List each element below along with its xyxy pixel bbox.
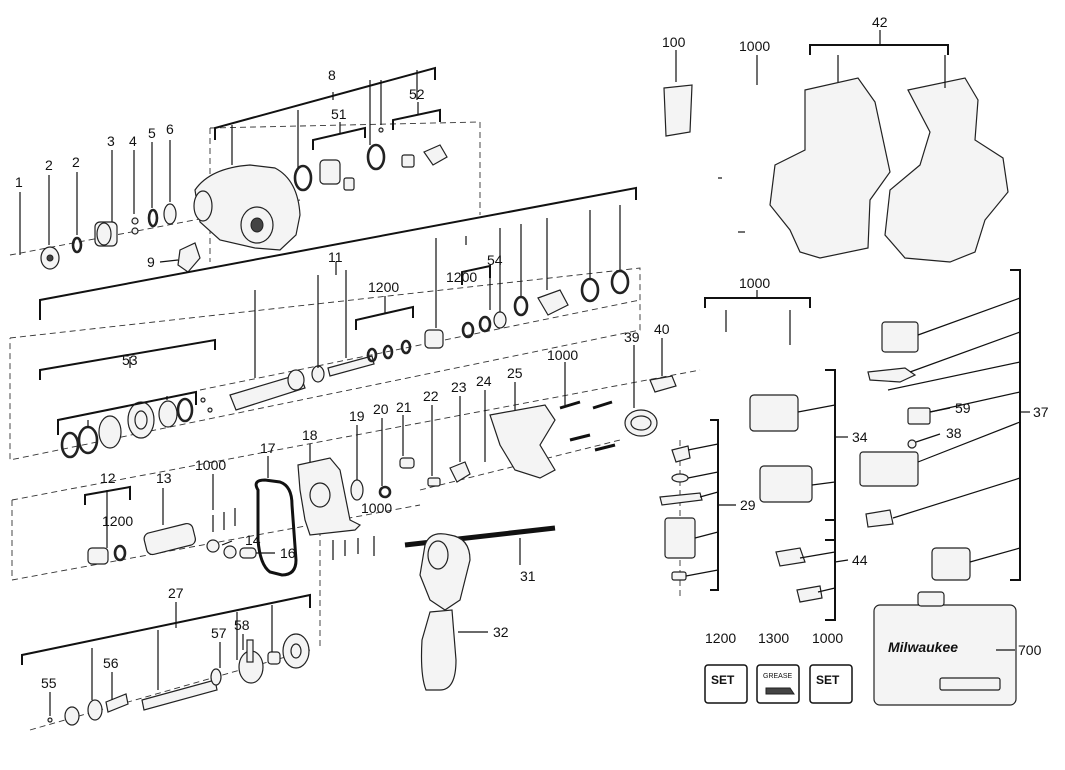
gearbox-row [87, 375, 677, 577]
label-part-56: 56 [103, 655, 119, 671]
case-brand-text: Milwaukee [888, 639, 958, 655]
label-part-39: 39 [624, 329, 640, 345]
label-part-16: 16 [280, 545, 296, 561]
label-part-42: 42 [872, 14, 888, 30]
label-part-17: 17 [260, 440, 276, 456]
spindle-row [60, 269, 630, 459]
label-part-12: 12 [100, 470, 116, 486]
label-part-24: 24 [476, 373, 492, 389]
label-part-27: 27 [168, 585, 184, 601]
label-part-59: 59 [955, 400, 971, 416]
set-box-1200: SET [704, 664, 748, 704]
drive-row [47, 633, 310, 726]
label-1000-set: 1000 [812, 630, 843, 646]
label-part-32: 32 [493, 624, 509, 640]
label-part-25: 25 [507, 365, 523, 381]
label-part-29: 29 [740, 497, 756, 513]
motor-group [659, 445, 703, 581]
label-part-44: 44 [852, 552, 868, 568]
label-part-9: 9 [147, 254, 155, 270]
nameplate [663, 84, 693, 137]
set-box-1000: SET [809, 664, 853, 704]
label-1300-set: 1300 [758, 630, 789, 646]
label-part-58: 58 [234, 617, 250, 633]
label-part-22: 22 [423, 388, 439, 404]
label-1000-mid: 1000 [547, 347, 578, 363]
carry-case: Milwaukee [873, 591, 1017, 706]
label-part-34: 34 [852, 429, 868, 445]
label-part-100: 100 [662, 34, 686, 50]
electronics-group [749, 321, 971, 581]
label-1000-left: 1000 [195, 457, 226, 473]
grease-text: GREASE [763, 673, 793, 680]
label-1200-set: 1200 [705, 630, 736, 646]
label-part-55: 55 [41, 675, 57, 691]
label-part-1: 1 [15, 174, 23, 190]
housing-halves [718, 77, 1009, 263]
front-chuck-group [40, 127, 448, 273]
label-part-13: 13 [156, 470, 172, 486]
set-1000-text: SET [816, 673, 840, 687]
label-part-21: 21 [396, 399, 412, 415]
leader-lines [19, 30, 1030, 716]
label-part-54: 54 [487, 252, 503, 268]
label-part-2b: 2 [72, 154, 80, 170]
label-1200-mid: 1200 [368, 279, 399, 295]
label-1000-frame: 1000 [361, 500, 392, 516]
grease-box-1300: GREASE [756, 664, 800, 704]
label-part-31: 31 [520, 568, 536, 584]
side-handle [404, 525, 556, 691]
label-part-14: 14 [245, 532, 261, 548]
label-part-37: 37 [1033, 404, 1049, 420]
label-part-700: 700 [1018, 642, 1042, 658]
label-part-5: 5 [148, 125, 156, 141]
label-1000-top: 1000 [739, 38, 770, 54]
label-part-38: 38 [946, 425, 962, 441]
label-part-57: 57 [211, 625, 227, 641]
battery-contacts [775, 547, 823, 603]
label-1200-left: 1200 [102, 513, 133, 529]
label-part-2a: 2 [45, 157, 53, 173]
part-labels: 1 2 2 3 4 5 6 8 9 11 12 13 14 16 17 18 1… [15, 14, 1049, 691]
label-part-8: 8 [328, 67, 336, 83]
label-part-18: 18 [302, 427, 318, 443]
label-1200-right: 1200 [446, 269, 477, 285]
label-part-6: 6 [166, 121, 174, 137]
label-part-40: 40 [654, 321, 670, 337]
label-part-20: 20 [373, 401, 389, 417]
set-1200-text: SET [711, 673, 735, 687]
label-part-23: 23 [451, 379, 467, 395]
label-1000-right: 1000 [739, 275, 770, 291]
label-part-19: 19 [349, 408, 365, 424]
label-part-53: 53 [122, 352, 138, 368]
label-part-3: 3 [107, 133, 115, 149]
label-part-51: 51 [331, 106, 347, 122]
label-part-52: 52 [409, 86, 425, 102]
label-part-4: 4 [129, 133, 137, 149]
assembly-axes [9, 121, 701, 731]
label-part-11: 11 [328, 249, 343, 265]
